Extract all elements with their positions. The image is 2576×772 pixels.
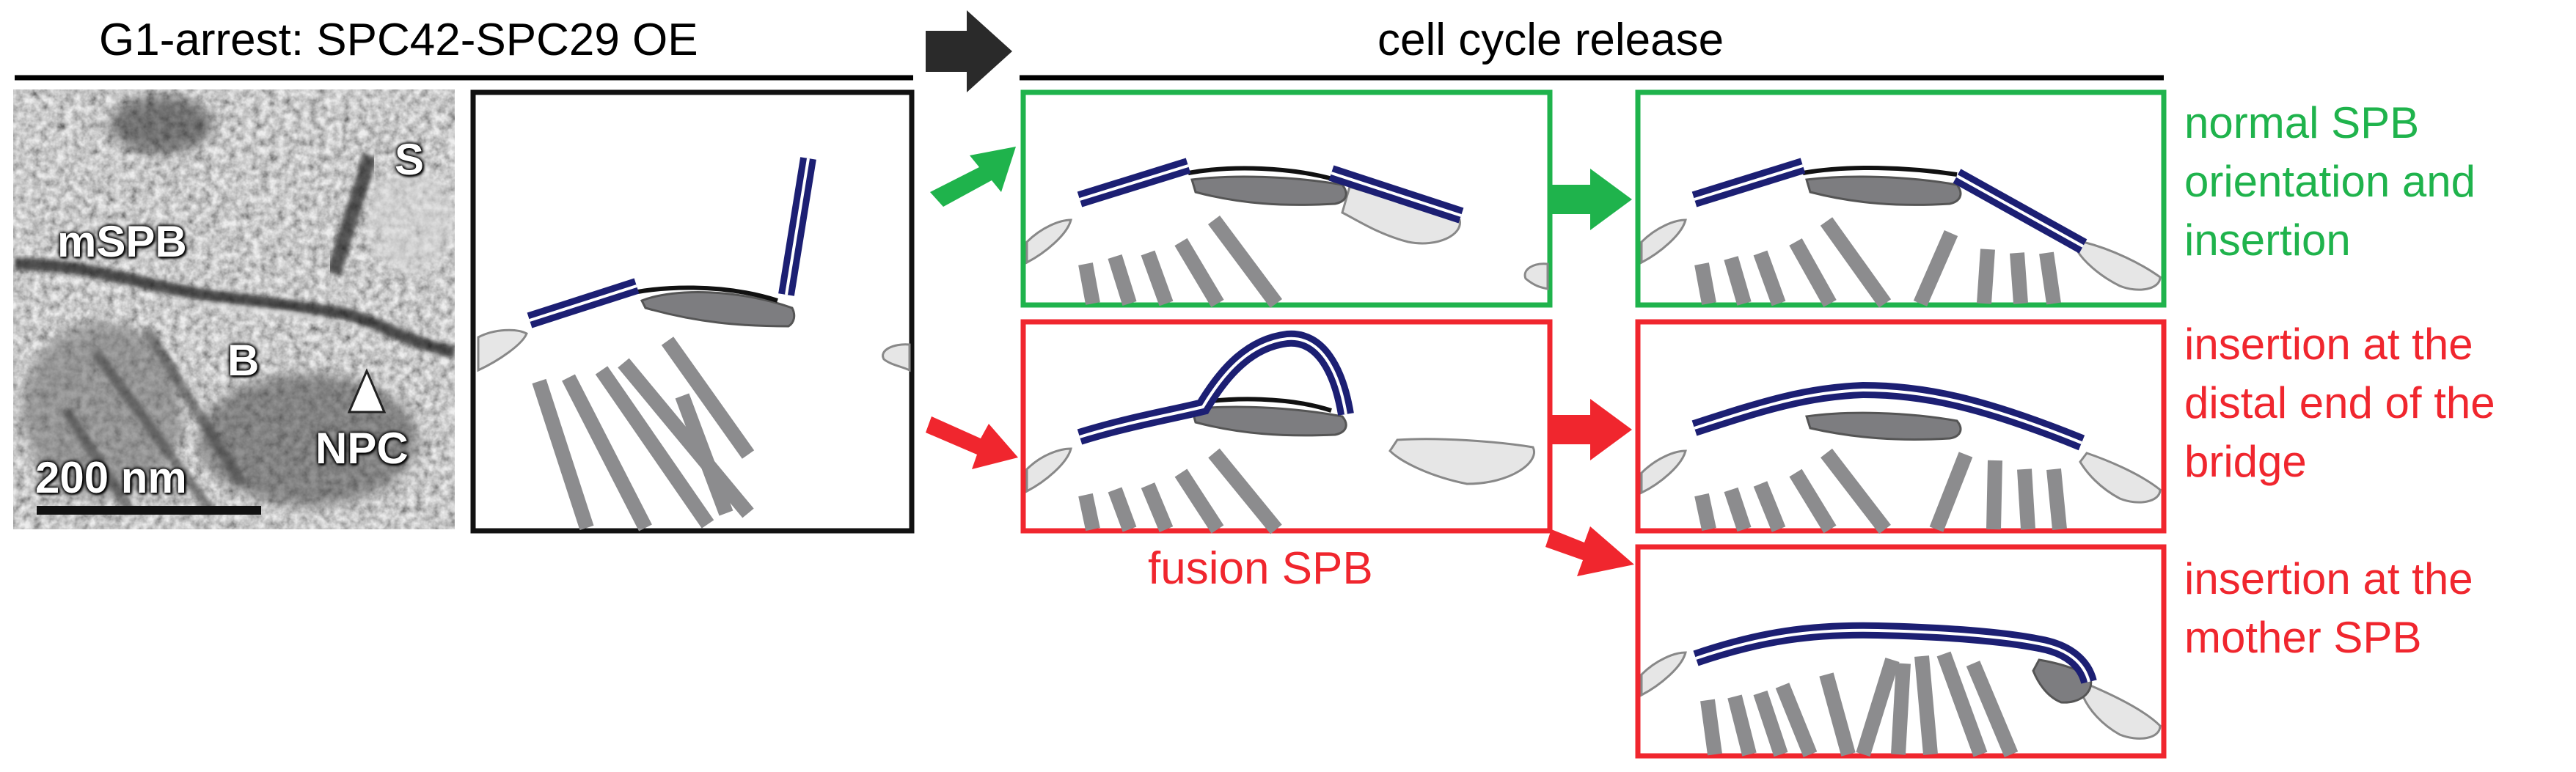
g1-panel — [470, 89, 915, 534]
normal-middle-panel — [1020, 89, 1553, 308]
scale-bar — [37, 506, 261, 515]
em-micrograph — [13, 89, 455, 529]
distal-right-panel — [1635, 319, 2167, 534]
green-arrow-icon — [930, 147, 1016, 207]
npc-arrowhead-icon — [347, 368, 387, 413]
mother-right-panel — [1635, 544, 2167, 759]
red-arrow-icon — [1545, 526, 1634, 576]
fusion-middle-panel — [1020, 319, 1553, 534]
normal-right-panel — [1635, 89, 2167, 308]
red-arrow-icon — [926, 416, 1018, 469]
green-arrow-icon — [1546, 169, 1632, 230]
red-arrow-icon — [1546, 399, 1632, 460]
dark-right-arrow-icon — [926, 10, 1012, 92]
